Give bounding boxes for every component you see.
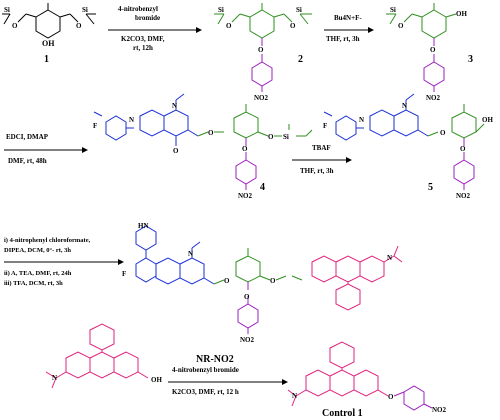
arrow-head-2 — [368, 27, 374, 33]
atom-no2-2: NO2 — [254, 94, 269, 102]
atom-f-5: F — [323, 122, 327, 130]
atom-o-2b: O — [290, 22, 296, 30]
atom-o-5-ester: O — [440, 129, 446, 137]
atom-no2-5: NO2 — [456, 192, 471, 200]
compound-label-1: 1 — [44, 54, 49, 65]
compound-4-structure — [93, 93, 313, 190]
atom-no2-3: NO2 — [426, 94, 441, 102]
atom-n-nr: N — [188, 250, 193, 258]
atom-n-control: N — [292, 392, 297, 400]
step5-line1: i) 4-nitrophenyl chloroformate, — [4, 237, 91, 244]
atom-hn-nr: HN — [138, 222, 149, 230]
compound-label-3: 3 — [468, 54, 473, 65]
atom-o-2: O — [258, 46, 264, 54]
step1-reagent-line2: bromide — [135, 14, 160, 22]
step5-line3: ii) A, TEA, DMF, rt, 24h — [4, 270, 72, 277]
atom-si-4: Si — [283, 133, 289, 141]
compound-5-structure — [323, 93, 485, 190]
step6-cond: K2CO3, DMF, rt, 12 h — [172, 388, 239, 396]
atom-n-5a: N — [359, 116, 364, 124]
step2-cond: THF, rt, 3h — [326, 35, 360, 43]
atom-si-2a: Si — [218, 6, 224, 14]
atom-o-1b: O — [76, 22, 82, 30]
atom-n-4b: N — [172, 102, 177, 110]
atom-oh-rhodol: OH — [151, 376, 162, 384]
atom-o-control: O — [388, 393, 394, 401]
atom-si-1a: Si — [4, 6, 10, 14]
atom-o-nr-ester: O — [224, 277, 230, 285]
step1-cond-line2: rt, 12h — [133, 44, 153, 52]
atom-o-4-ether: O — [242, 145, 248, 153]
atom-f-nr: F — [122, 270, 126, 278]
arrow-head-6 — [282, 379, 288, 385]
step1-cond-line1: K2CO3, DMF, — [121, 35, 165, 43]
atom-o-4-silyl: O — [268, 133, 274, 141]
atom-no2-nr: NO2 — [240, 336, 255, 344]
atom-si-3: Si — [390, 6, 396, 14]
step6-reagent: 4-nitrobenzyl bromide — [172, 366, 239, 374]
atom-o-2a: O — [226, 22, 232, 30]
atom-o-4-ester: O — [208, 129, 214, 137]
atom-o-3: O — [430, 46, 436, 54]
compound-label-4: 4 — [260, 182, 265, 193]
arrow-head-5 — [118, 259, 124, 265]
atom-o-nr-carb: O — [270, 277, 276, 285]
atom-no2-4: NO2 — [238, 192, 253, 200]
atom-oh-1: OH — [42, 39, 55, 48]
control-1-structure — [287, 341, 433, 411]
arrow-head-3 — [82, 147, 88, 153]
atom-o-nr-ether: O — [244, 293, 250, 301]
atom-n-4a: N — [129, 116, 134, 124]
atom-n-rhodol: N — [52, 374, 57, 382]
step2-reagent: Bu4N+F- — [334, 14, 362, 22]
atom-no2-control: NO2 — [432, 406, 447, 414]
step3-reagent: EDCI, DMAP — [6, 133, 49, 141]
atom-n-nr-rhod: N — [387, 254, 392, 262]
step3-cond: DMF, rt, 48h — [8, 157, 47, 165]
atom-oh-3: OH — [456, 10, 467, 18]
compound-label-5: 5 — [428, 182, 433, 193]
atom-f-4: F — [93, 122, 97, 130]
compound-label-2: 2 — [298, 54, 303, 65]
atom-oh-5: OH — [482, 116, 493, 124]
arrow-head-4 — [346, 157, 352, 163]
compound-2-structure — [214, 3, 312, 92]
atom-n-5b: N — [402, 102, 407, 110]
step4-cond: THF, rt, 3h — [300, 167, 334, 175]
atom-o-1a: O — [12, 22, 18, 30]
step1-reagent-line1: 4-nitrobenzyl — [118, 5, 158, 13]
atom-o-3a: O — [398, 22, 404, 30]
atom-o-4-keto: O — [173, 147, 179, 155]
atom-o-5-ether: O — [460, 145, 466, 153]
step4-reagent: TBAF — [312, 144, 331, 152]
atom-si-2b: Si — [296, 6, 302, 14]
step5-line4: iii) TFA, DCM, rt, 3h — [4, 280, 63, 287]
atom-si-1b: Si — [82, 6, 88, 14]
compound-label-nr: NR-NO2 — [196, 354, 234, 365]
rhodol-precursor-structure — [45, 323, 149, 389]
compound-3-structure — [386, 3, 457, 92]
nr-no2-structure — [135, 225, 403, 334]
step5-line2: DIPEA, DCM, 0°- rt, 3h — [4, 247, 71, 254]
compound-label-control: Control 1 — [322, 408, 363, 419]
compound-1-structure — [2, 3, 96, 39]
arrow-head-1 — [196, 27, 202, 33]
